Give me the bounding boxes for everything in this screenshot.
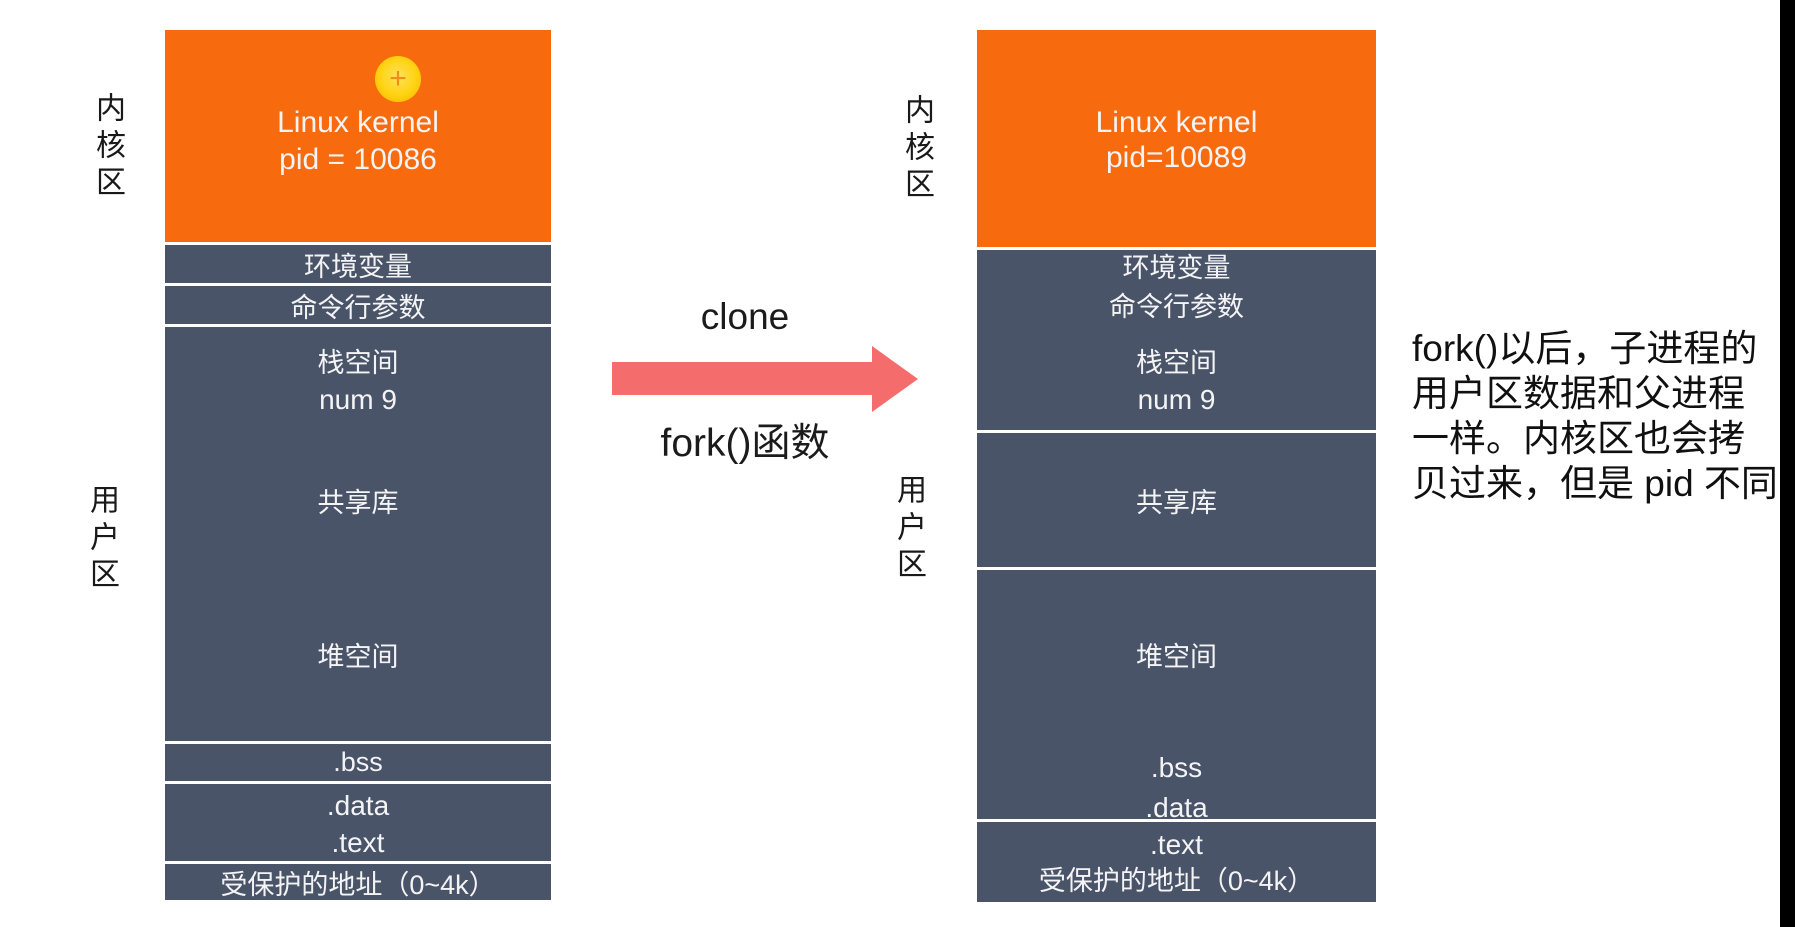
parent-section-text: .text [331,827,385,858]
child-section-shared-lib: 共享库 [977,433,1376,567]
parent-section-stack: 栈空间 [317,348,399,378]
child-user-region-label: 用户区 [892,474,925,585]
cursor-highlight-icon: + [375,56,421,102]
annotation-line: 一样。内核区也会拷 [1412,418,1745,459]
child-section-bss: .bss [1150,752,1203,783]
parent-section-heap: 堆空间 [317,642,399,672]
child-section-text-protected: .text 受保护的地址（0~4k） [977,822,1376,902]
child-section-args-stack: 环境变量 命令行参数 栈空间 num 9 [977,250,1376,430]
child-memory-diagram: Linux kernel pid=10089 环境变量 命令行参数 栈空间 nu… [977,30,1376,902]
parent-stack-value: num 9 [319,384,397,415]
child-section-heap: 堆空间 [1136,642,1217,672]
child-kernel-title: Linux kernel [1095,106,1258,139]
child-section-text: .text [1150,829,1203,860]
parent-section-shared-lib: 共享库 [317,488,399,518]
fork-annotation: fork()以后，子进程的 用户区数据和父进程 一样。内核区也会拷 贝过来，但是… [1412,326,1784,506]
fork-arrow-shaft [612,362,874,395]
annotation-line: fork()以后，子进程的 [1412,328,1758,369]
parent-kernel-title: Linux kernel [277,106,439,139]
parent-section-data-text: .data .text [165,784,551,861]
parent-section-protected: 受保护的地址（0~4k） [165,864,551,900]
fork-arrow-head-icon [872,346,918,412]
child-kernel-pid: pid=10089 [1106,141,1247,174]
parent-section-env: 环境变量 [165,245,551,283]
child-stack-value: num 9 [1137,384,1216,415]
parent-kernel-block: + Linux kernel pid = 10086 [165,30,551,242]
parent-section-cmdline: 命令行参数 [165,286,551,324]
child-section-protected: 受保护的地址（0~4k） [1038,866,1315,896]
child-section-stack: 栈空间 [1136,348,1217,378]
parent-memory-diagram: + Linux kernel pid = 10086 环境变量 命令行参数 栈空… [165,30,551,900]
child-section-data: .data [1145,792,1208,823]
parent-user-region-label: 用户区 [85,484,118,595]
parent-section-bss: .bss [165,744,551,781]
annotation-line: 用户区数据和父进程 [1412,373,1745,414]
clone-label: clone [700,296,790,337]
child-section-env: 环境变量 [1122,253,1231,283]
child-section-cmdline: 命令行参数 [1109,292,1244,322]
child-kernel-block: Linux kernel pid=10089 [977,30,1376,247]
child-kernel-region-label: 内核区 [900,94,933,205]
parent-section-data: .data [326,790,390,821]
parent-section-user-main: 栈空间 num 9 共享库 堆空间 [165,327,551,741]
child-section-heap-bss-data: 堆空间 .bss .data [977,570,1376,823]
parent-kernel-region-label: 内核区 [91,92,124,203]
annotation-line: 贝过来，但是 pid 不同 [1412,463,1778,504]
screen-edge-bar [1780,0,1795,927]
fork-function-label: fork()函数 [660,422,830,465]
parent-kernel-pid: pid = 10086 [279,143,437,176]
